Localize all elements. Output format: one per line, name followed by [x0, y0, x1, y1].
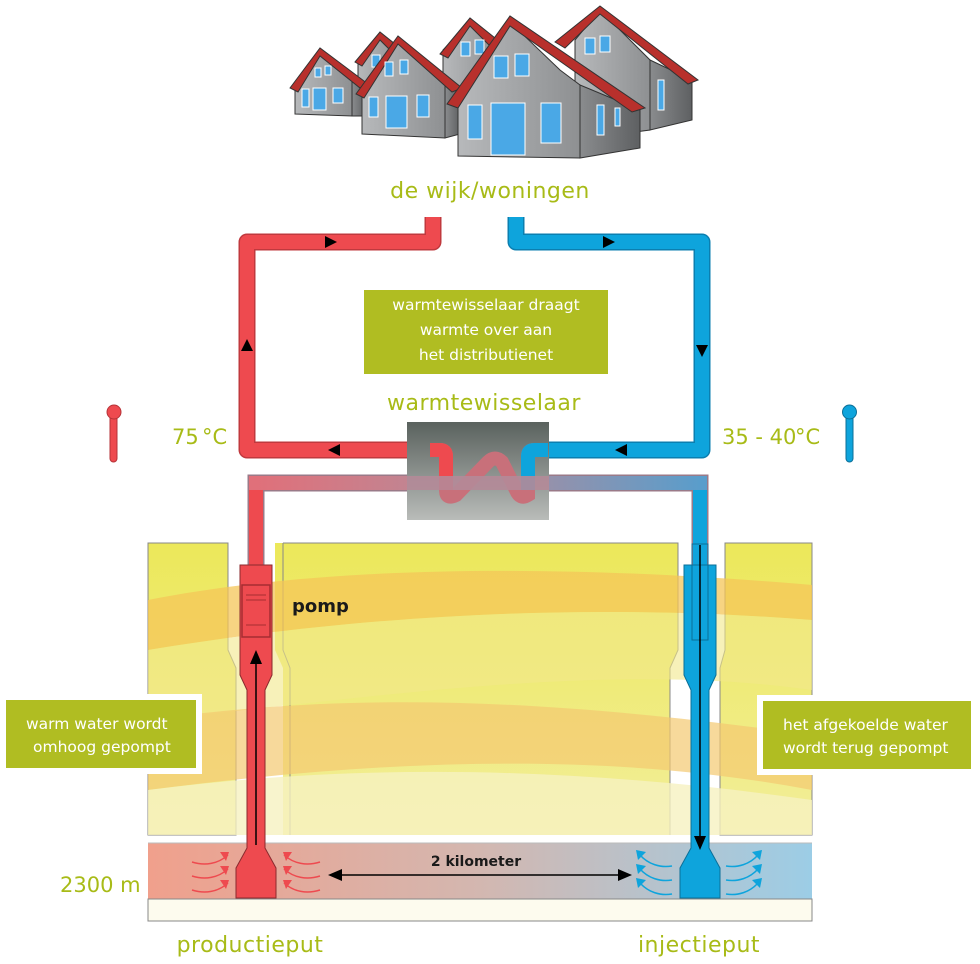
thermometer-hot-icon: [106, 404, 122, 463]
distance-label: 2 kilometer: [431, 854, 521, 870]
distance-arrow: [328, 869, 632, 881]
production-well-label: productieput: [177, 933, 324, 958]
exchanger-note-line: het distributienet: [419, 346, 553, 364]
production-note-line: omhoog gepompt: [33, 738, 171, 756]
production-well: [235, 564, 277, 899]
neighborhood-label: de wijk/woningen: [390, 179, 590, 204]
outflow-arrows-injection: [639, 854, 759, 896]
exchanger-note-line: warmte over aan: [420, 321, 552, 339]
injection-note-box: het afgekoelde water wordt terug gepompt: [757, 695, 977, 775]
exchanger-note-line: warmtewisselaar draagt: [392, 296, 579, 314]
production-note-line: warm water wordt: [26, 715, 168, 733]
injection-note-line: wordt terug gepompt: [783, 739, 948, 757]
injection-note-line: het afgekoelde water: [783, 716, 949, 734]
inflow-arrowheads-production: [220, 852, 292, 889]
injection-well-label: injectieput: [638, 933, 760, 958]
exchanger-note-box: warmtewisselaar draagt warmte over aan h…: [364, 290, 608, 374]
production-note-box: warm water wordt omhoog gepompt: [0, 694, 202, 774]
heat-exchanger-icon: [407, 422, 549, 520]
injection-well: [679, 543, 721, 899]
hot-temp-unit: °C: [202, 425, 227, 449]
distribution-loop: [238, 217, 711, 459]
cold-temp-unit: °C: [795, 425, 820, 449]
houses-illustration: [289, 5, 700, 159]
pump-label: pomp: [292, 596, 349, 617]
outflow-arrowheads-injection: [636, 850, 762, 888]
thermometer-cold-icon: [842, 404, 857, 463]
cold-temp-value: 35 - 40: [722, 425, 796, 449]
hot-temp-value: 75: [172, 425, 199, 449]
house: [446, 15, 647, 159]
exchanger-label: warmtewisselaar: [387, 391, 581, 416]
flow-arrows: [241, 236, 708, 456]
house: [289, 47, 369, 117]
depth-label: 2300 m: [60, 873, 141, 897]
